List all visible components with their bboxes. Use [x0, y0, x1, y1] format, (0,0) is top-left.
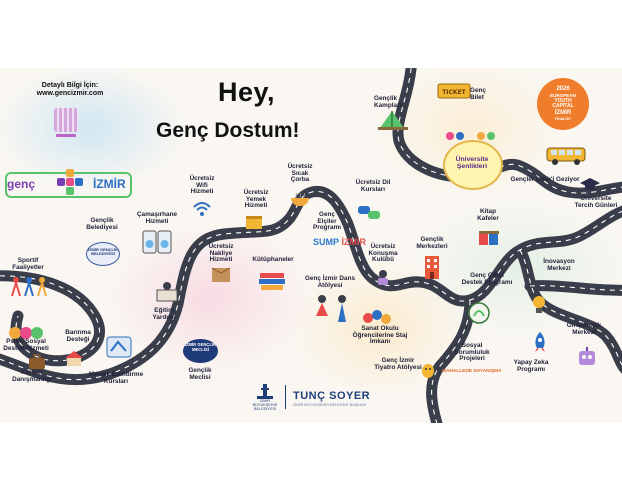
label-camasirhane[interactable]: Çamaşırhane Hizmeti — [136, 211, 178, 225]
genclik-belediyesi-badge: İZMİR GENÇLİK BELEDİYESİ — [86, 242, 120, 266]
label-meslek-edindirme[interactable]: Meslek Edindirme Kursları — [88, 371, 144, 385]
washing-machine-icon — [142, 230, 172, 254]
qr-label-icon — [56, 134, 76, 137]
genclik-meclisi-badge: İZMİR GENÇLİK MECLİSİ — [183, 339, 218, 363]
label-barinma-destegi[interactable]: Barınma Desteği — [65, 329, 91, 343]
dancers-icon — [316, 295, 346, 322]
label-genc-elciler[interactable]: Genç Elçiler Programı — [312, 211, 342, 232]
theatre-masks-icon — [422, 364, 434, 378]
food-box-icon — [246, 216, 262, 229]
info-block: Detaylı Bilgi İçin: www.gencizmir.com — [20, 82, 120, 98]
municipality-tower-icon — [257, 384, 273, 399]
label-genc-bilet[interactable]: Genç Bilet — [470, 87, 486, 101]
svg-text:TICKET: TICKET — [442, 89, 466, 96]
mayor-name: TUNÇ SOYER — [293, 390, 371, 402]
sump-logo: SUMP İZMİR — [313, 237, 367, 247]
label-genclik-belediyesi[interactable]: Gençlik Belediyesi — [86, 217, 118, 231]
books-stack-icon — [259, 273, 285, 290]
label-gencler-izmiri-geziyor[interactable]: Gençler İzmir'i Geziyor — [510, 176, 580, 183]
career-icon — [29, 354, 45, 369]
sports-figures-icon — [11, 277, 47, 297]
info-label: Detaylı Bilgi İçin: — [41, 82, 99, 89]
label-genclik-kamplari[interactable]: Gençlik Kampları — [374, 95, 402, 109]
speech-bubbles-icon — [358, 206, 380, 219]
art-hands-icon — [363, 310, 391, 324]
youth-center-building-icon — [425, 256, 439, 279]
wifi-icon — [193, 202, 211, 216]
mayor-subtitle: İZMİR BÜYÜKŞEHİR BELEDİYE BAŞKANI — [293, 403, 367, 407]
road-right-mid — [524, 280, 622, 296]
genc-izmir-poster: Detaylı Bilgi İçin: www.gencizmir.com He… — [0, 68, 622, 423]
label-genclik-merkezleri[interactable]: Gençlik Merkezleri — [416, 236, 448, 250]
education-support-icon — [156, 282, 178, 302]
label-genc-ciftci-destek[interactable]: Genç Çiftçi Destek Programı — [461, 272, 513, 286]
label-psiko-sosyal[interactable]: Psiko-Sosyal Destek Hizmeti — [3, 338, 49, 352]
municipality-name: İZMİR BÜYÜKŞEHİR BELEDİYESİ — [252, 399, 278, 412]
website-link[interactable]: www.gencizmir.com — [36, 90, 104, 98]
label-kutuphaneler[interactable]: Kütüphaneler — [252, 256, 294, 263]
label-tiyatro-atolyesi[interactable]: Genç İzmir Tiyatro Atölyesi — [374, 357, 422, 371]
label-egitim-yardimi[interactable]: Eğitim Yardımı — [152, 307, 176, 321]
label-sportif-faaliyetler[interactable]: Sportif Faaliyetler — [12, 257, 44, 271]
innovation-bulb-icon — [533, 296, 545, 313]
housing-icon — [65, 351, 83, 366]
label-ucretsiz-wifi[interactable]: Ücretsiz Wifi Hizmeti — [189, 175, 215, 196]
label-sosyal-sorumluluk[interactable]: Sosyal Sorumluluk Projeleri — [454, 342, 490, 363]
label-sicak-corba[interactable]: Ücretsiz Sıcak Çorba — [287, 163, 313, 184]
label-sanat-okulu-staj[interactable]: Sanat Okulu Öğrencilerine Staj İmkanı — [352, 325, 408, 346]
label-ucretsiz-yemek[interactable]: Ücretsiz Yemek Hizmeti — [243, 189, 269, 210]
label-konusma-kulubu[interactable]: Ücretsiz Konuşma Kulübü — [368, 243, 398, 264]
label-kariyer-danismanligi[interactable]: Kariyer Danışmanlığı — [12, 369, 52, 383]
label-genclik-meclisi[interactable]: Gençlik Meclisi — [188, 367, 212, 381]
label-yapay-zeka-programi[interactable]: Yapay Zeka Programı — [513, 359, 549, 373]
label-universite-tercih-gunleri[interactable]: Üniversite Tercih Günleri — [574, 195, 618, 209]
rocket-icon — [535, 332, 545, 352]
conversation-icon — [378, 270, 388, 285]
label-universite-senlikleri[interactable]: Üniversite Şenlikleri — [455, 156, 489, 171]
logo-genc-text: genç — [7, 177, 36, 191]
european-youth-capital-badge: 2026 EUROPEAN YOUTH CAPITAL İZMİR FINALI… — [537, 78, 589, 130]
label-ucretsiz-nakliye[interactable]: Ücretsiz Nakliye Hizmeti — [208, 243, 234, 264]
vocational-training-icon — [106, 336, 132, 358]
mahallede-dayanisma-logo: MAHALLEDE DAYANIŞMA — [442, 369, 502, 374]
party-items-icon — [446, 132, 495, 140]
graduation-icon — [580, 178, 600, 190]
label-dil-kurslari[interactable]: Ücretsiz Dil Kursları — [355, 179, 391, 193]
label-dans-atolyesi[interactable]: Genç İzmir Dans Atölyesi — [304, 275, 356, 289]
page-title-line2: Genç Dostum! — [156, 119, 300, 142]
moving-box-icon — [211, 267, 231, 282]
ai-robot-icon — [579, 347, 595, 365]
road-left-loop — [0, 270, 105, 367]
psycho-social-icon — [9, 327, 43, 339]
soup-bowl-icon — [291, 193, 309, 206]
label-girisimcilik-merkezi[interactable]: Girişimcilik Merkezi — [566, 322, 602, 336]
book-cafe-icon — [479, 231, 499, 245]
ticket-icon: TICKET — [437, 83, 471, 99]
label-kitap-kafeler[interactable]: Kitap Kafeler — [477, 208, 499, 222]
farmer-support-logo-icon — [468, 302, 490, 324]
festival-badge-icon — [443, 140, 503, 190]
footer-divider — [285, 385, 286, 409]
label-inovasyon-merkezi[interactable]: İnovasyon Merkezi — [543, 258, 575, 272]
qr-code-icon[interactable] — [54, 108, 78, 132]
school-bus-icon — [546, 147, 586, 165]
page-title-line1: Hey, — [218, 77, 276, 107]
genc-izmir-logo-icon — [57, 169, 83, 195]
logo-izmir-text: İZMİR — [93, 177, 126, 191]
camping-tent-icon — [378, 111, 408, 130]
